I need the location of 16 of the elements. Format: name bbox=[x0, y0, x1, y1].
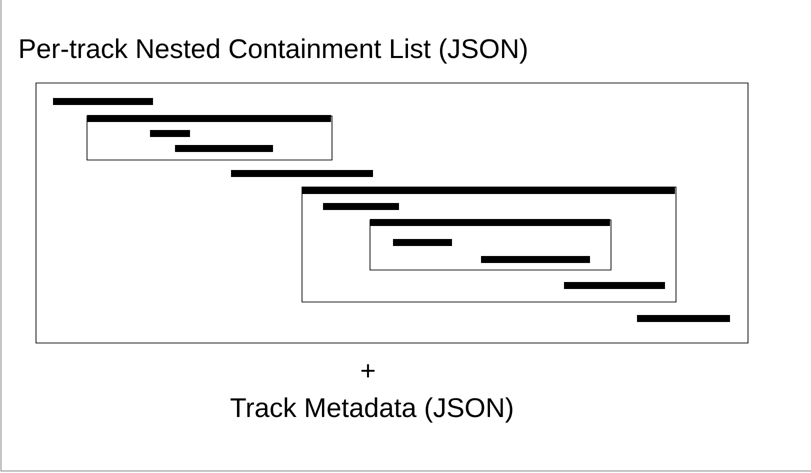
subtitle: Track Metadata (JSON) bbox=[230, 397, 512, 423]
nested-box bbox=[302, 186, 676, 302]
interval-bar bbox=[564, 282, 665, 289]
nested-box bbox=[36, 82, 748, 344]
interval-bar bbox=[481, 256, 590, 263]
interval-bar bbox=[323, 203, 399, 210]
interval-bar bbox=[393, 239, 452, 246]
interval-bar bbox=[175, 145, 273, 152]
interval-bar bbox=[150, 130, 190, 137]
interval-bar bbox=[637, 315, 730, 322]
interval-bar bbox=[370, 219, 610, 226]
plus-sign: + bbox=[361, 364, 375, 378]
interval-bar bbox=[87, 115, 331, 122]
title: Per-track Nested Containment List (JSON) bbox=[20, 38, 527, 64]
interval-bar bbox=[231, 170, 373, 177]
interval-bar bbox=[53, 98, 153, 105]
